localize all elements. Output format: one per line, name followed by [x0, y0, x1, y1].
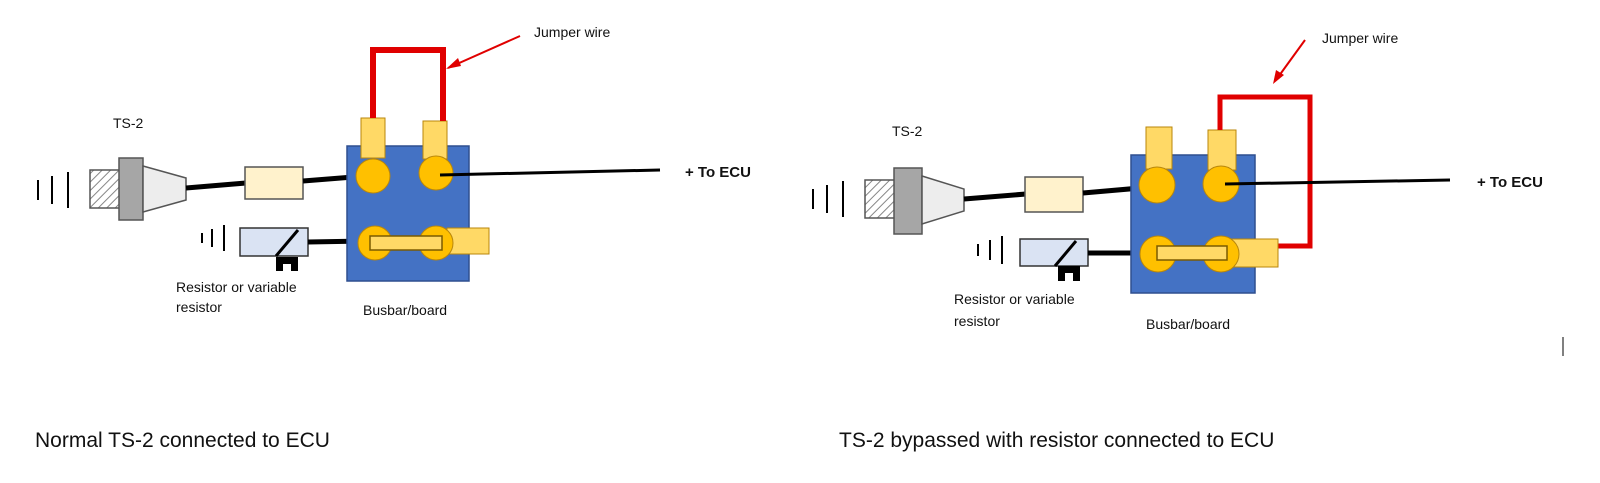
- resistor-label-line2: resistor: [954, 313, 1000, 329]
- resistor-slash: [1053, 240, 1078, 267]
- jumper-wire: [1217, 94, 1313, 249]
- sensor-ground-ticks: [812, 181, 844, 217]
- jumper-arrow: [447, 35, 521, 69]
- right-caption: TS-2 bypassed with resistor connected to…: [839, 429, 1275, 452]
- sensor-thread: [89, 169, 121, 209]
- sensor-wire: [963, 191, 1027, 202]
- busbar-label: Busbar/board: [1146, 316, 1230, 332]
- ecu-wire: [439, 168, 661, 177]
- sensor-label: TS-2: [892, 123, 923, 139]
- ts2-sensor: [89, 157, 187, 221]
- jumper-arrowhead: [1273, 70, 1284, 84]
- jumper-arrowhead: [446, 58, 461, 69]
- jumper-wire: [370, 47, 446, 121]
- busbar-link: [369, 235, 443, 251]
- inline-connector: [244, 166, 304, 200]
- jumper-label: Jumper wire: [1322, 30, 1398, 46]
- bottom-right-lug: [446, 227, 490, 255]
- terminal-top-right: [418, 155, 454, 191]
- left-panel: TS-2 + To: [37, 24, 751, 318]
- resistor-ground-ticks: [201, 225, 225, 251]
- resistor-ground-ticks: [977, 236, 1003, 264]
- resistor-label-line1: Resistor or variable: [954, 291, 1075, 307]
- top-right-lug: [1207, 129, 1237, 171]
- busbar-link: [1156, 245, 1228, 261]
- resistor-slash: [274, 229, 300, 257]
- sensor-hex-nut: [893, 167, 923, 235]
- top-left-lug: [360, 117, 386, 159]
- top-left-lug: [1145, 126, 1173, 170]
- sensor-body: [921, 174, 965, 226]
- left-caption: Normal TS-2 connected to ECU: [35, 429, 330, 452]
- sensor-thread: [864, 179, 896, 219]
- terminal-top-left: [1138, 166, 1176, 204]
- sensor-hex-nut: [118, 157, 144, 221]
- ecu-label: + To ECU: [685, 164, 751, 181]
- terminal-top-left: [355, 158, 391, 194]
- sensor-body: [142, 165, 187, 213]
- sensor-ground-ticks: [37, 172, 69, 208]
- ecu-label: + To ECU: [1477, 174, 1543, 191]
- busbar-label: Busbar/board: [363, 302, 447, 318]
- jumper-label: Jumper wire: [534, 24, 610, 40]
- ecu-wire: [1224, 178, 1451, 186]
- resistor-body: [1019, 238, 1089, 267]
- inline-connector: [1024, 176, 1084, 213]
- sensor-wire: [185, 180, 247, 191]
- resistor-label-line2: resistor: [176, 299, 222, 315]
- resistor-label-line1: Resistor or variable: [176, 279, 297, 295]
- bottom-right-lug: [1231, 238, 1279, 268]
- resistor: [239, 227, 309, 271]
- resistor: [1019, 238, 1089, 281]
- ts2-sensor: [864, 167, 965, 235]
- top-right-lug: [422, 120, 448, 160]
- right-panel: TS-2 + To ECU Jumper wire: [812, 30, 1543, 332]
- sensor-label: TS-2: [113, 115, 144, 131]
